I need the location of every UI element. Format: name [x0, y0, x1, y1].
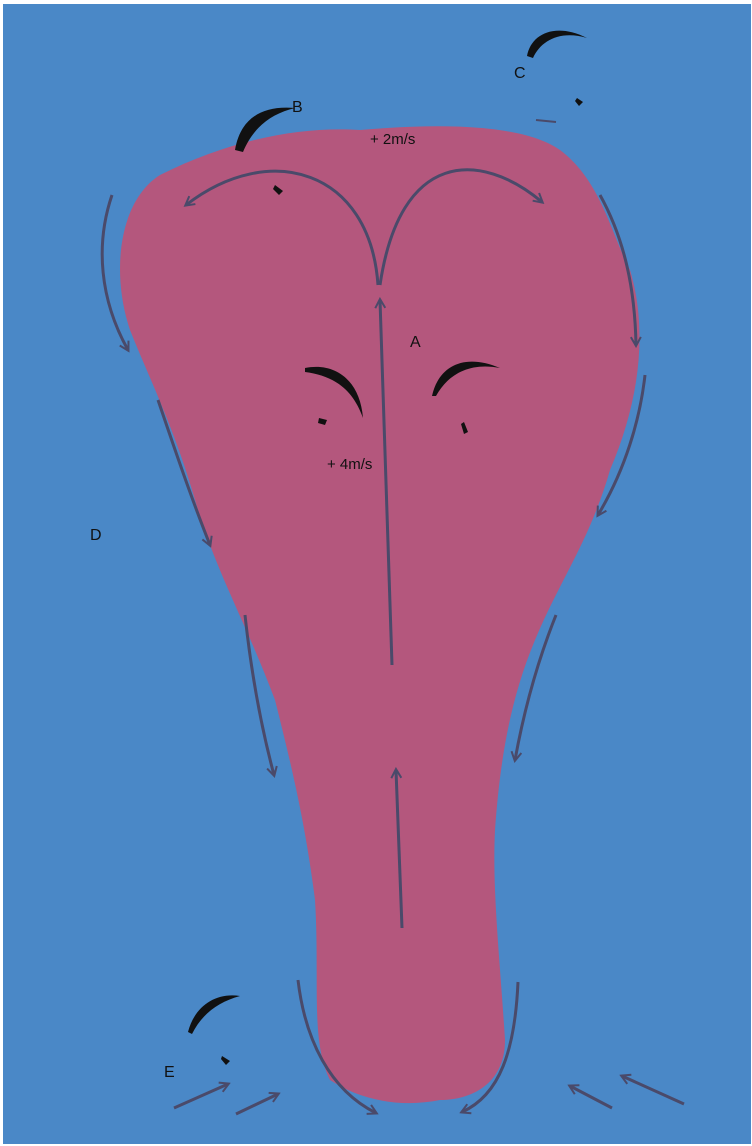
climb-rate-top: + 2m/s — [370, 131, 415, 148]
label-e: E — [164, 1064, 175, 1081]
label-c: C — [514, 65, 526, 82]
label-a: A — [410, 334, 421, 351]
label-d: D — [90, 527, 102, 544]
climb-rate-core: + 4m/s — [327, 456, 372, 473]
label-b: B — [292, 99, 303, 116]
